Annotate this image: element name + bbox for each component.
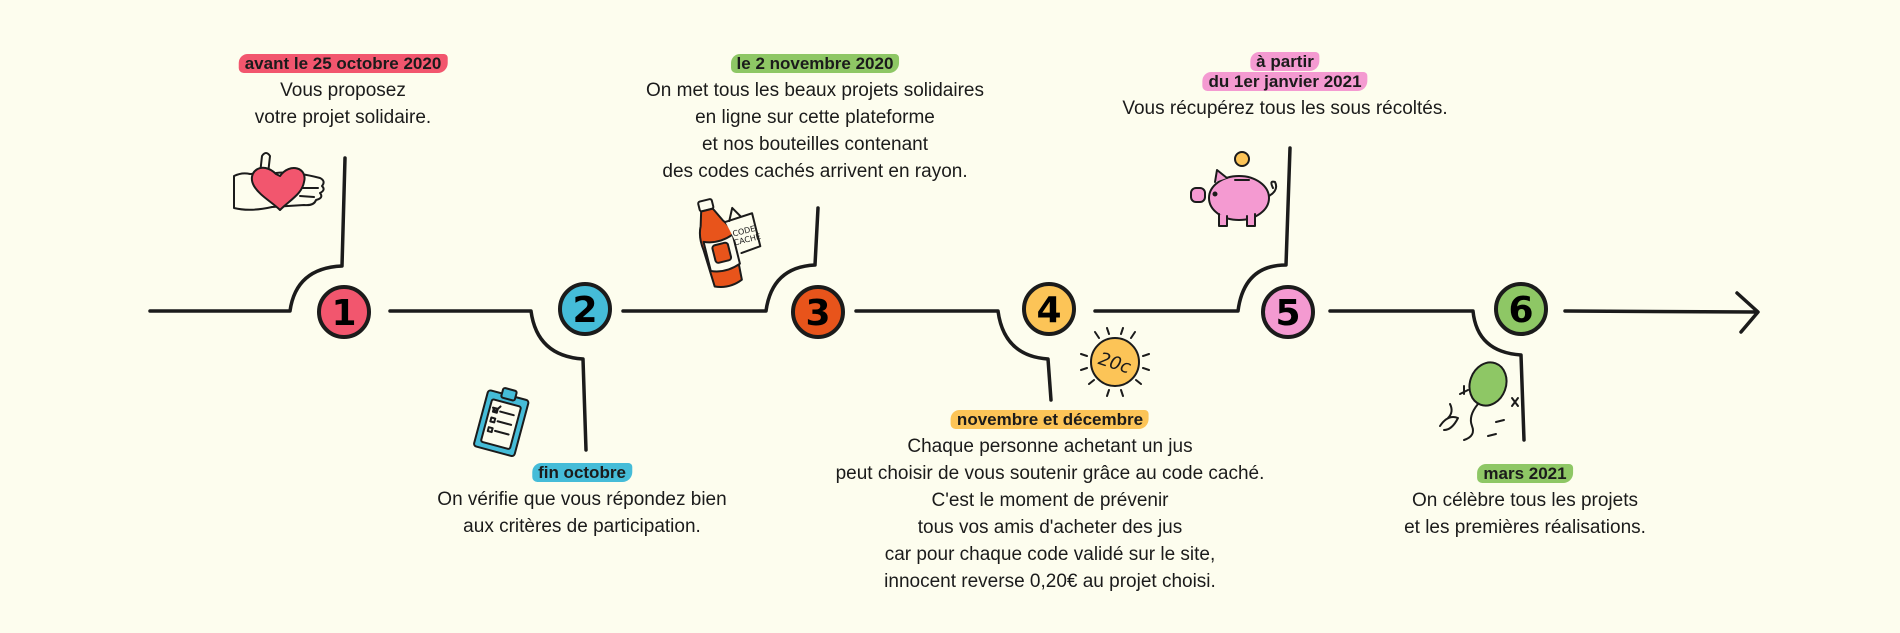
step-1-description: Vous proposez votre projet solidaire.: [239, 77, 448, 131]
step-2-info: fin octobre On vérifie que vous répondez…: [437, 463, 727, 540]
step-3-desc-line: et nos bouteilles contenant: [701, 134, 929, 155]
step-2-desc-line: On vérifie que vous répondez bien: [437, 489, 727, 510]
step-2-date: fin octobre: [532, 463, 632, 482]
step-node-1: 1: [317, 285, 371, 339]
timeline-line: [148, 146, 1760, 452]
step-node-2: 2: [558, 282, 612, 336]
step-5-date-line-2: du 1er janvier 2021: [1202, 72, 1368, 91]
step-5-info: à partir du 1er janvier 2021 Vous récupé…: [1122, 52, 1448, 122]
step-node-5: 5: [1261, 285, 1315, 339]
step-4-desc-line: peut choisir de vous soutenir grâce au c…: [835, 463, 1265, 484]
step-node-4: 4: [1022, 282, 1076, 336]
step-node-4-circle: [1022, 282, 1076, 336]
juice-bottle-icon: CODE CACHÉ: [697, 198, 762, 288]
heart-hand-icon: [233, 152, 325, 211]
step-number-6: 6: [1508, 290, 1533, 331]
step-6-desc-line: On célèbre tous les projets: [1411, 490, 1639, 511]
step-3-desc-line: des codes cachés arrivent en rayon.: [662, 161, 968, 182]
step-2-description: On vérifie que vous répondez bien aux cr…: [437, 486, 726, 540]
step-3-date: le 2 novembre 2020: [730, 54, 900, 73]
step-6-date: mars 2021: [1477, 464, 1573, 483]
step-6-desc-line: et les premières réalisations.: [1404, 517, 1646, 538]
step-4-date: novembre et décembre: [950, 410, 1150, 429]
step-node-2-circle: [558, 282, 612, 336]
step-node-6: 6: [1494, 282, 1548, 336]
step-5-date-line-1: à partir: [1250, 52, 1320, 71]
step-3-description: On met tous les beaux projets solidaires…: [646, 77, 984, 185]
step-number-5: 5: [1275, 293, 1300, 334]
step-4-desc-line: Chaque personne achetant un jus: [907, 436, 1193, 457]
step-1-desc-line: votre projet solidaire.: [254, 107, 432, 128]
step-2-desc-line: aux critères de participation.: [463, 516, 701, 537]
step-6-description: On célèbre tous les projets et les premi…: [1404, 487, 1646, 541]
step-number-1: 1: [331, 293, 356, 334]
clipboard-checklist-icon: [473, 387, 530, 458]
step-node-1-circle: [317, 285, 371, 339]
step-4-info: novembre et décembre Chaque personne ach…: [836, 410, 1265, 595]
step-1-date: avant le 25 octobre 2020: [238, 54, 448, 73]
step-5-desc-line: Vous récupérez tous les sous récoltés.: [1122, 98, 1448, 119]
step-number-3: 3: [805, 293, 830, 334]
coin-icon: 20c: [1080, 327, 1150, 397]
balloon-icon: [1439, 361, 1519, 441]
step-4-desc-line: innocent reverse 0,20€ au projet choisi.: [884, 571, 1216, 592]
step-3-desc-line: en ligne sur cette plateforme: [695, 107, 935, 128]
piggy-bank-icon: [1190, 151, 1278, 227]
step-3-desc-line: On met tous les beaux projets solidaires: [646, 80, 984, 101]
step-number-2: 2: [572, 290, 597, 331]
step-6-info: mars 2021 On célèbre tous les projets et…: [1404, 464, 1646, 541]
step-node-3-circle: [791, 285, 845, 339]
step-3-info: le 2 novembre 2020 On met tous les beaux…: [646, 54, 984, 185]
step-4-desc-line: car pour chaque code validé sur le site,: [884, 544, 1216, 565]
step-node-5-circle: [1261, 285, 1315, 339]
step-1-desc-line: Vous proposez: [280, 80, 406, 101]
step-node-6-circle: [1494, 282, 1548, 336]
step-number-4: 4: [1036, 290, 1061, 331]
step-node-3: 3: [791, 285, 845, 339]
step-4-desc-line: C'est le moment de prévenir: [931, 490, 1169, 511]
step-4-desc-line: tous vos amis d'acheter des jus: [917, 517, 1183, 538]
step-5-description: Vous récupérez tous les sous récoltés.: [1122, 95, 1447, 122]
step-4-description: Chaque personne achetant un jus peut cho…: [836, 433, 1265, 595]
step-1-info: avant le 25 octobre 2020 Vous proposez v…: [238, 54, 448, 131]
